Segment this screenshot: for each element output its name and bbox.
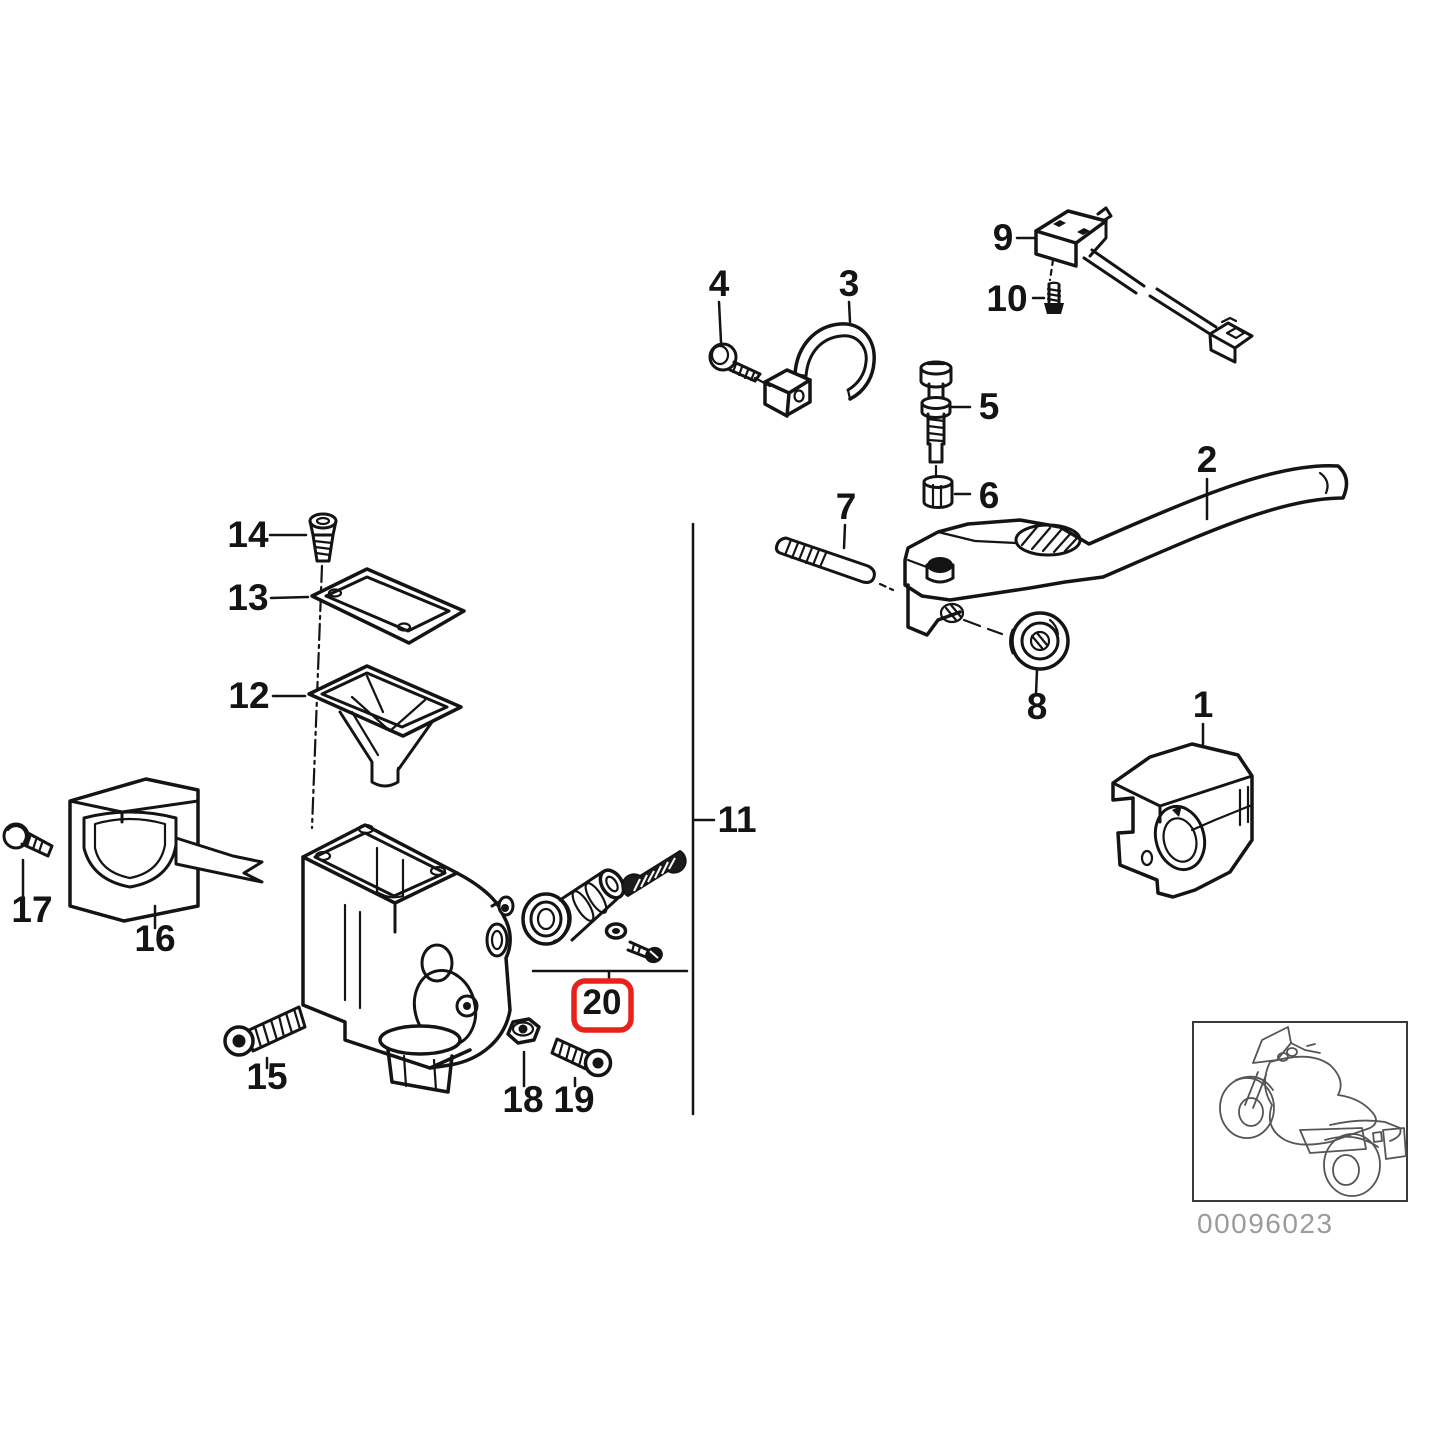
part-label-8[interactable]: 8 [1027,686,1048,727]
part-label-14[interactable]: 14 [227,514,269,555]
part-label-16[interactable]: 16 [134,918,175,959]
part-6-nut-drawing [922,475,954,509]
part-19-bolt-drawing [550,1037,613,1078]
part-label-18[interactable]: 18 [502,1079,543,1120]
part-4-screw-drawing [708,342,772,388]
part-18-nut-drawing [506,1017,541,1045]
part-16-cover-drawing [68,777,264,923]
part-label-11[interactable]: 11 [717,799,756,840]
motorcycle-sketch [1219,1026,1407,1197]
highlight-box-part-20[interactable] [571,978,634,1033]
part-label-10[interactable]: 10 [986,278,1027,319]
part-label-15[interactable]: 15 [246,1056,287,1097]
part-label-4[interactable]: 4 [709,263,730,304]
part-5-pin-drawing [919,360,953,479]
leader-lines [21,236,1209,1088]
part-label-19[interactable]: 19 [553,1079,594,1120]
part-7-pin-drawing [774,536,895,592]
thumbnail-border [1192,1021,1408,1202]
diagram-code: 00096023 [1197,1208,1334,1239]
part-8-grommet-drawing [1009,611,1070,671]
part-label-6[interactable]: 6 [979,475,1000,516]
part-label-20[interactable]: 20 [583,983,622,1022]
part-12-diaphragm-drawing [307,664,463,788]
part-label-7[interactable]: 7 [836,486,857,527]
master-cylinder-body-drawing [301,823,515,1094]
vehicle-thumbnail: 00096023 [1192,1021,1408,1239]
part-label-1[interactable]: 1 [1193,684,1214,725]
part-label-5[interactable]: 5 [979,386,1000,427]
part-9-switch-drawing [1034,206,1254,364]
part-20-piston-kit-drawing [521,849,687,964]
part-13-cover-plate-drawing [310,567,466,645]
part-17-screw-drawing [2,822,54,858]
part-14-screw-drawing [308,512,338,563]
part-label-3[interactable]: 3 [839,263,860,304]
part-label-9[interactable]: 9 [993,217,1014,258]
part-15-bolt-drawing [223,1005,307,1057]
part-label-13[interactable]: 13 [227,577,268,618]
part-label-12[interactable]: 12 [228,675,269,716]
part-label-2[interactable]: 2 [1197,439,1218,480]
part-label-17[interactable]: 17 [11,889,52,930]
part-10-screw-drawing [1044,281,1064,314]
part-1-clamp-drawing [1111,742,1254,899]
part-3-bracket-drawing [763,322,876,418]
part-2-brake-lever-drawing [903,463,1349,637]
